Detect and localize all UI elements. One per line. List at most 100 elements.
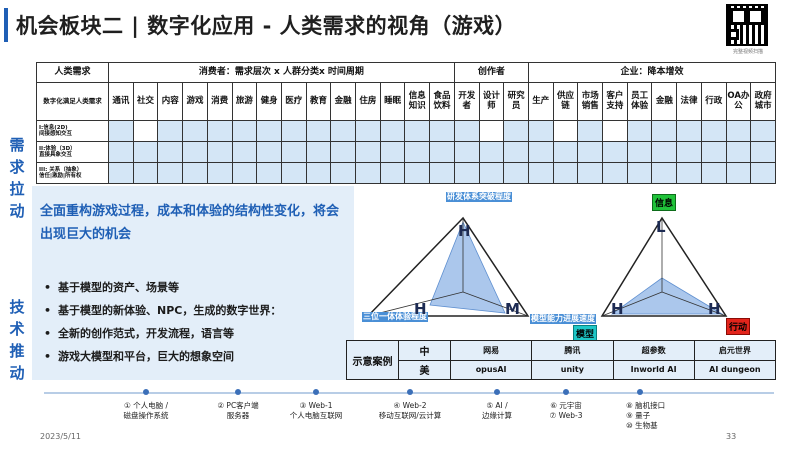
table-cell: [379, 120, 406, 142]
table-cell: [330, 141, 357, 163]
timeline-dot: [235, 389, 241, 395]
table-cell: [503, 162, 529, 184]
timeline-label: ⑧ 脑机接口 ⑨ 量子 ⑩ 生物基: [626, 401, 666, 430]
table-cell: [330, 120, 357, 142]
table-row: II:体验（3D） 直接具象交互: [36, 141, 776, 163]
table-cell: [355, 120, 381, 142]
qr-code-icon: [726, 4, 768, 46]
table-cell: [379, 141, 406, 163]
table-cell: [379, 162, 406, 184]
title-accent-bar: [4, 8, 8, 42]
table-cell: [700, 141, 727, 163]
table-cell: [280, 141, 307, 163]
tag-rd-breakthrough: 研发体系突破程度: [446, 192, 512, 202]
qr-code-corner: [728, 29, 739, 40]
table-cell: [676, 120, 702, 142]
table-cell: [231, 120, 258, 142]
table-cell: [305, 120, 332, 142]
column-header: 员工体验: [626, 82, 653, 121]
column-header: 供应链: [552, 82, 579, 121]
column-header: 健身: [256, 82, 282, 121]
row-label: III: 关系（抽象） 信任|激励|所有权: [36, 162, 109, 184]
table-cell: [453, 120, 480, 142]
table-cell: [651, 141, 678, 163]
example-row-label: 示意案例: [346, 340, 399, 380]
right-triangle-outline: [600, 216, 728, 317]
header-digital-needs: 数字化满足人类需求: [36, 82, 109, 121]
example-cell: Inworld AI: [612, 359, 695, 380]
table-cell: [527, 120, 554, 142]
region-china: 中: [398, 340, 451, 361]
info-box: 信息: [652, 194, 677, 211]
table-cell: [108, 141, 134, 163]
column-header: 设计师: [478, 82, 505, 121]
timeline-label: ⑤ AI / 边缘计算: [482, 401, 512, 420]
left-left-letter: H: [414, 300, 427, 318]
table-cell: [750, 141, 776, 163]
right-triangle-fill: [610, 277, 724, 315]
example-cases-table: 示意案例 中 网易 腾讯 超参数 启元世界 美 opusAI unity Inw…: [346, 340, 777, 380]
table-cell: [355, 162, 381, 184]
timeline-dot: [407, 389, 413, 395]
left-top-letter: H: [458, 222, 471, 240]
column-header: 信息知识: [404, 82, 431, 121]
column-header: 教育: [305, 82, 332, 121]
right-axis-left: [601, 291, 663, 317]
left-triangle-fill: [429, 220, 506, 314]
table-cell: [182, 162, 208, 184]
bullet-item: 全新的创作范式，开发流程，语言等: [44, 322, 344, 345]
timeline-dot: [563, 389, 569, 395]
needs-matrix-table: 人类需求 消费者：需求层次 x 人群分类x 时间周期 创作者 企业：降本增效 数…: [36, 62, 777, 184]
right-left-letter: H: [611, 300, 624, 318]
table-cell: [626, 141, 653, 163]
column-header: 行政: [700, 82, 727, 121]
table-cell: [108, 162, 134, 184]
table-cell: [478, 141, 505, 163]
table-cell: [404, 141, 431, 163]
table-cell: [725, 120, 752, 142]
table-cell: [478, 162, 505, 184]
example-row-china: 示意案例 中 网易 腾讯 超参数 启元世界: [346, 340, 777, 380]
bullet-item: 基于模型的新体验、NPC，生成的数字世界：: [44, 299, 344, 322]
table-row: III: 关系（抽象） 信任|激励|所有权: [36, 162, 776, 184]
table-cell: [503, 120, 529, 142]
timeline-dot: [637, 389, 643, 395]
example-row-us: 美 opusAI unity Inworld AI AI dungeon: [347, 359, 777, 380]
right-top-letter: L: [656, 218, 666, 236]
table-cell: [404, 162, 431, 184]
table-header-row-2: 数字化满足人类需求 通讯社交内容游戏消费旅游健身医疗教育金融住房睡眠信息知识食品…: [36, 82, 776, 121]
region-us: 美: [398, 359, 451, 380]
table-cell: [256, 162, 282, 184]
tag-trinity-experience: 三位一体体验程度: [362, 312, 428, 322]
timeline-label: ⑥ 元宇宙 ⑦ Web-3: [549, 401, 583, 420]
action-box: 行动: [726, 318, 751, 335]
table-row: I:信息(2D) 间接感知交互: [36, 120, 776, 142]
column-header: 旅游: [231, 82, 258, 121]
table-cell: [157, 120, 184, 142]
timeline-dot: [143, 389, 149, 395]
side-label-demand: 需求拉动: [9, 136, 25, 220]
table-cell: [231, 162, 258, 184]
table-cell: [404, 120, 431, 142]
table-cell: [429, 120, 455, 142]
column-header: 金融: [330, 82, 357, 121]
bullet-item: 基于模型的资产、场景等: [44, 276, 344, 299]
table-cell: [676, 141, 702, 163]
table-cell: [280, 162, 307, 184]
timeline-label: ③ Web-1 个人电脑互联网: [289, 401, 343, 420]
table-cell: [750, 162, 776, 184]
example-cell: 腾讯: [531, 340, 614, 361]
table-cell: [429, 162, 455, 184]
table-cell: [355, 141, 381, 163]
example-cell: opusAI: [449, 359, 533, 380]
table-cell: [602, 141, 628, 163]
table-cell: [330, 162, 357, 184]
example-cell: AI dungeon: [693, 359, 777, 380]
overlay-bullet-list: 基于模型的资产、场景等基于模型的新体验、NPC，生成的数字世界：全新的创作范式，…: [44, 276, 344, 368]
left-right-letter: M: [505, 300, 520, 318]
table-cell: [305, 162, 332, 184]
column-header: OA办公: [725, 82, 752, 121]
table-cell: [750, 120, 776, 142]
table-cell: [132, 162, 159, 184]
